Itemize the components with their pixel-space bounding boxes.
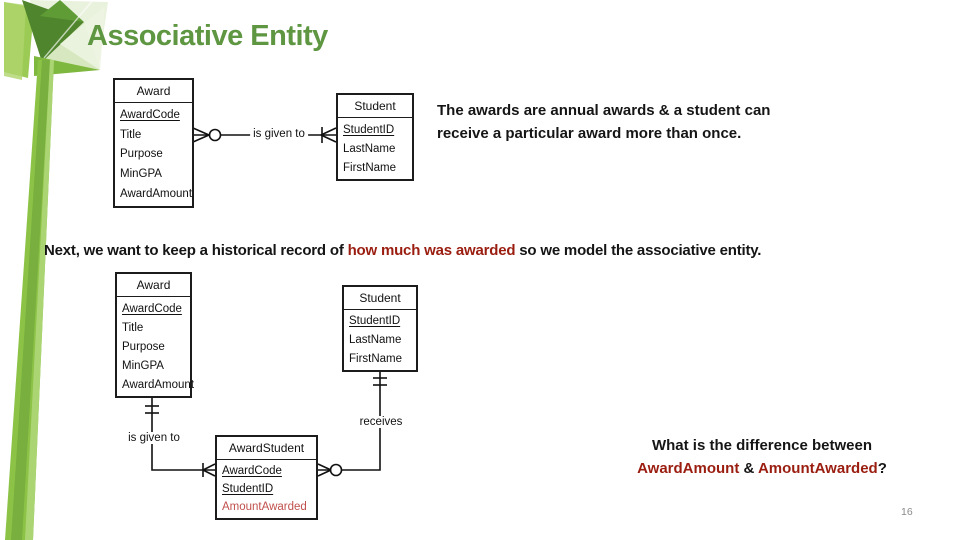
entity-award-attributes: AwardCode Title Purpose MinGPA AwardAmou… [117,297,195,396]
question-line1: What is the difference between [651,437,873,454]
attribute-awardamount: AwardAmount [122,378,195,391]
entity-awardstudent-title: AwardStudent [217,437,316,460]
attribute-firstname: FirstName [349,352,403,365]
entity-award-title: Award [117,274,190,297]
entity-awardstudent-attributes: AwardCode StudentID AmountAwarded [217,460,316,518]
attribute-lastname: LastName [343,142,396,155]
attribute-awardcode: AwardCode [120,108,180,121]
entity-award-top: Award AwardCode Title Purpose MinGPA Awa… [113,78,194,208]
entity-student-attributes: StudentID LastName FirstName [338,118,412,179]
attribute-purpose: Purpose [122,340,165,353]
entity-student-title: Student [338,95,412,118]
annotation-annual-awards: The awards are annual awards & a student… [437,99,807,145]
relationship-label-is-given-to-top: is given to [250,128,308,140]
page-number: 16 [901,506,913,518]
attribute-awardamount: AwardAmount [120,188,193,201]
entity-student-bottom: Student StudentID LastName FirstName [342,285,418,372]
entity-student-top: Student StudentID LastName FirstName [336,93,414,181]
question-awardamount: AwardAmount [637,460,740,477]
green-leaf-decoration [4,0,108,540]
attribute-firstname: FirstName [343,161,397,174]
attribute-studentid: StudentID [349,315,401,328]
attribute-awardcode: AwardCode [122,302,182,315]
entity-student-title: Student [344,287,416,310]
attribute-title: Title [120,128,142,141]
relationship-label-receives: receives [356,416,406,428]
entity-award-title: Award [115,80,192,103]
attribute-lastname: LastName [349,333,402,346]
annotation-line1: The awards are annual awards & a student… [437,102,771,119]
attribute-purpose: Purpose [120,148,163,161]
entity-awardstudent: AwardStudent AwardCode StudentID AmountA… [215,435,318,520]
slide-title: Associative Entity [87,20,328,52]
question-mark: ? [877,460,887,477]
relationship-label-is-given-to-bottom: is given to [125,432,183,444]
entity-award-bottom: Award AwardCode Title Purpose MinGPA Awa… [115,272,195,398]
middle-text-highlight: how much was awarded [347,242,516,259]
entity-student-attributes: StudentID LastName FirstName [344,310,416,370]
entity-award-attributes: AwardCode Title Purpose MinGPA AwardAmou… [115,103,192,206]
attribute-mingpa: MinGPA [122,359,164,372]
question-ampersand: & [739,460,758,477]
attribute-title: Title [122,321,144,334]
middle-text-suffix: so we model the associative entity. [515,242,762,259]
middle-text-prefix: Next, we want to keep a historical recor… [44,242,348,259]
attribute-studentid: StudentID [343,123,395,136]
annotation-historical-record: Next, we want to keep a historical recor… [44,239,924,262]
annotation-question: What is the difference between AwardAmou… [601,434,923,480]
attribute-studentid: StudentID [222,483,274,495]
question-amountawarded: AmountAwarded [757,460,878,477]
annotation-line2: receive a particular award more than onc… [437,125,742,142]
attribute-mingpa: MinGPA [120,168,162,181]
attribute-awardcode: AwardCode [222,465,282,477]
attribute-amountawarded: AmountAwarded [222,501,307,513]
